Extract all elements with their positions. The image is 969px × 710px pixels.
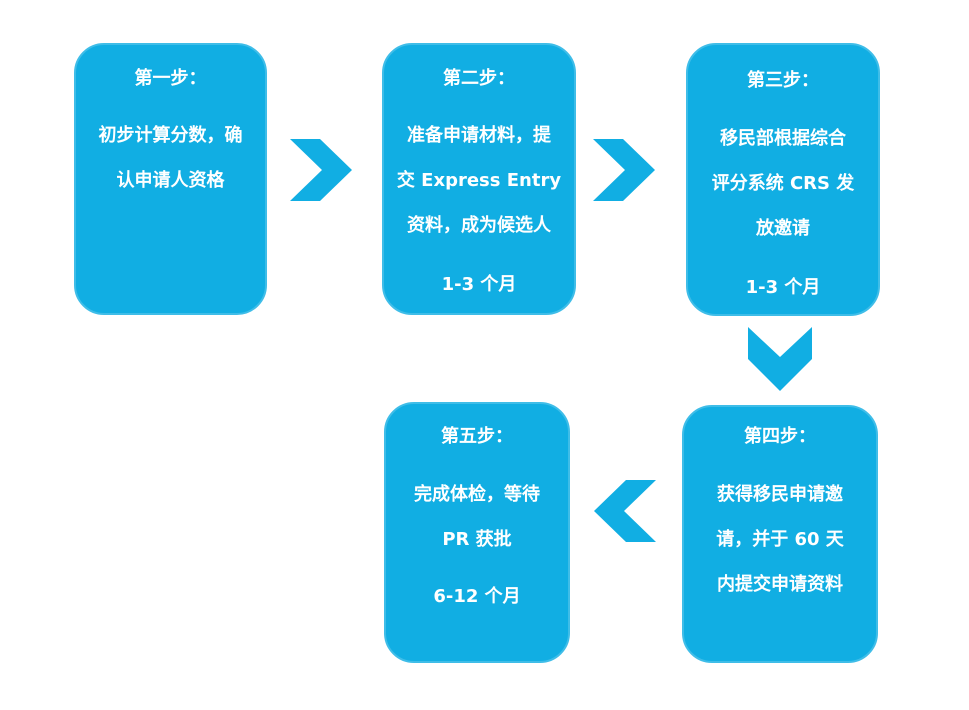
step-5-duration: 6-12 个月	[433, 586, 521, 607]
chevron-down-icon	[748, 327, 812, 391]
step-4-box: 第四步： 获得移民申请邀 请，并于 60 天 内提交申请资料	[682, 405, 878, 663]
step-2-line-3: 资料，成为候选人	[407, 215, 551, 236]
chevron-left-icon	[594, 480, 656, 542]
step-3-line-2: 评分系统 CRS 发	[711, 173, 855, 194]
step-1-box: 第一步： 初步计算分数，确 认申请人资格	[74, 43, 267, 315]
step-4-line-2: 请，并于 60 天	[716, 529, 844, 550]
step-2-line-2: 交 Express Entry	[396, 170, 562, 191]
step-2-box: 第二步： 准备申请材料，提 交 Express Entry 资料，成为候选人 1…	[382, 43, 576, 315]
step-3-title: 第三步：	[747, 70, 819, 91]
step-3-line-1: 移民部根据综合	[720, 128, 846, 149]
step-2-duration: 1-3 个月	[441, 274, 517, 295]
chevron-right-icon	[593, 139, 655, 201]
step-5-line-2: PR 获批	[442, 529, 512, 550]
step-3-box: 第三步： 移民部根据综合 评分系统 CRS 发 放邀请 1-3 个月	[686, 43, 880, 316]
step-4-line-3: 内提交申请资料	[717, 574, 843, 595]
step-5-title: 第五步：	[441, 426, 513, 447]
step-1-line-2: 认申请人资格	[116, 170, 225, 191]
step-5-box: 第五步： 完成体检，等待 PR 获批 6-12 个月	[384, 402, 570, 663]
step-4-line-1: 获得移民申请邀	[717, 484, 843, 505]
step-4-title: 第四步：	[744, 426, 816, 447]
step-1-line-1: 初步计算分数，确	[98, 125, 243, 146]
step-3-duration: 1-3 个月	[745, 277, 821, 298]
chevron-right-icon	[290, 139, 352, 201]
step-3-line-3: 放邀请	[756, 218, 810, 239]
step-1-title: 第一步：	[134, 68, 207, 89]
step-2-line-1: 准备申请材料，提	[407, 125, 551, 146]
step-5-line-1: 完成体检，等待	[414, 484, 540, 505]
step-2-title: 第二步：	[443, 68, 515, 89]
